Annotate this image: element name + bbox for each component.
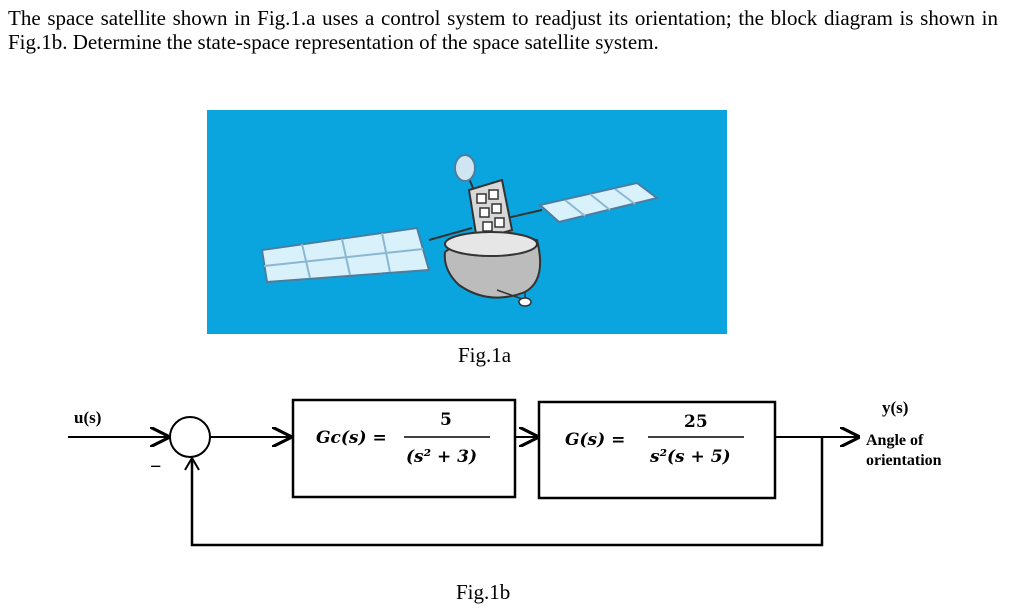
block-diagram bbox=[68, 398, 1012, 547]
controller-lhs: Gc(s) = bbox=[316, 428, 387, 448]
plant-denominator: s²(s + 5) bbox=[650, 447, 731, 467]
figure-b-caption: Fig.1b bbox=[456, 580, 511, 604]
figure-a-caption: Fig.1a bbox=[458, 343, 512, 367]
output-description-line1: Angle of bbox=[866, 432, 924, 449]
satellite-illustration bbox=[260, 154, 660, 307]
controller-block bbox=[291, 398, 517, 499]
output-description-line2: orientation bbox=[866, 452, 942, 469]
plant-numerator: 25 bbox=[684, 412, 708, 432]
plant-lhs: G(s) = bbox=[565, 430, 626, 450]
controller-denominator: (s² + 3) bbox=[406, 447, 478, 467]
controller-numerator: 5 bbox=[440, 410, 452, 430]
right-solar-panel bbox=[537, 181, 660, 224]
output-description: Angle of orientation bbox=[866, 431, 942, 471]
plant-block bbox=[537, 400, 777, 500]
minus-sign: − bbox=[150, 456, 162, 478]
satellite-figure bbox=[207, 110, 727, 334]
antenna bbox=[454, 154, 476, 182]
feedback-path bbox=[190, 437, 824, 547]
problem-statement: The space satellite shown in Fig.1.a use… bbox=[8, 6, 998, 54]
output-label: y(s) bbox=[882, 398, 909, 417]
summing-junction bbox=[169, 416, 211, 458]
input-label: u(s) bbox=[74, 408, 102, 427]
